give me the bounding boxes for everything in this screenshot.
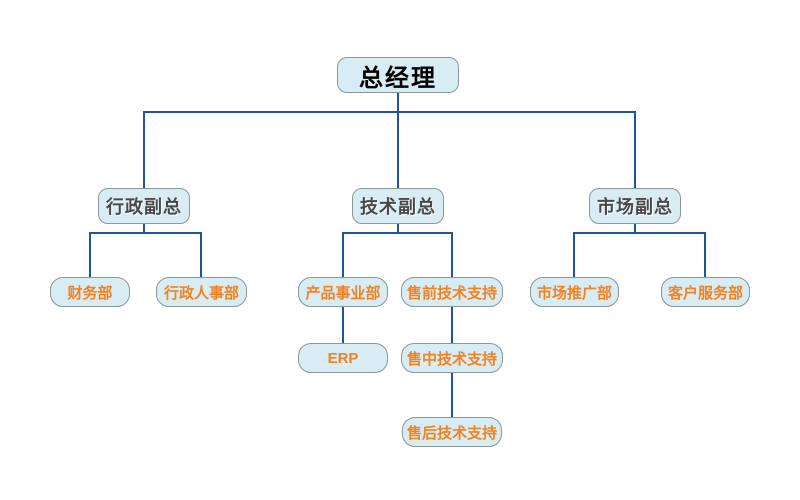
connector-line [89, 233, 91, 277]
node-general-manager: 总经理 [337, 57, 459, 93]
connector-line [342, 307, 344, 343]
connector-line [342, 232, 453, 234]
node-label: 财务部 [67, 284, 113, 302]
node-aftersale-support: 售后技术支持 [402, 417, 502, 447]
node-label: 产品事业部 [305, 284, 381, 302]
node-finance-dept: 财务部 [50, 277, 130, 307]
node-label: 行政人事部 [163, 284, 239, 302]
connector-line [397, 93, 399, 112]
node-label: 售后技术支持 [406, 424, 497, 442]
node-admin-hr-dept: 行政人事部 [156, 277, 247, 307]
node-midsale-support: 售中技术支持 [401, 343, 503, 373]
node-label: 售中技术支持 [406, 350, 497, 368]
node-presale-support: 售前技术支持 [401, 277, 503, 307]
connector-line [143, 111, 636, 113]
node-market-promotion: 市场推广部 [530, 277, 619, 307]
connector-line [397, 112, 399, 188]
connector-line [143, 224, 145, 234]
node-label: ERP [327, 349, 359, 367]
node-erp: ERP [298, 343, 388, 373]
node-label: 市场推广部 [536, 284, 612, 302]
node-tech-vp: 技术副总 [352, 188, 444, 224]
node-label: 总经理 [359, 64, 437, 92]
connector-line [143, 112, 145, 188]
node-customer-service: 客户服务部 [661, 277, 750, 307]
node-label: 行政副总 [106, 197, 182, 217]
node-label: 售前技术支持 [406, 284, 497, 302]
node-label: 技术副总 [360, 197, 436, 217]
connector-line [634, 112, 636, 188]
node-market-vp: 市场副总 [589, 188, 681, 224]
node-admin-vp: 行政副总 [98, 188, 190, 224]
connector-line [89, 232, 202, 234]
connector-line [451, 373, 453, 417]
connector-line [573, 232, 706, 234]
connector-line [634, 224, 636, 234]
connector-line [342, 233, 344, 277]
connector-line [397, 224, 399, 234]
connector-line [704, 233, 706, 277]
connector-line [451, 233, 453, 277]
node-product-division: 产品事业部 [298, 277, 388, 307]
node-label: 市场副总 [597, 197, 673, 217]
connector-line [200, 233, 202, 277]
connector-line [573, 233, 575, 277]
connector-line [451, 307, 453, 343]
node-label: 客户服务部 [667, 284, 743, 302]
